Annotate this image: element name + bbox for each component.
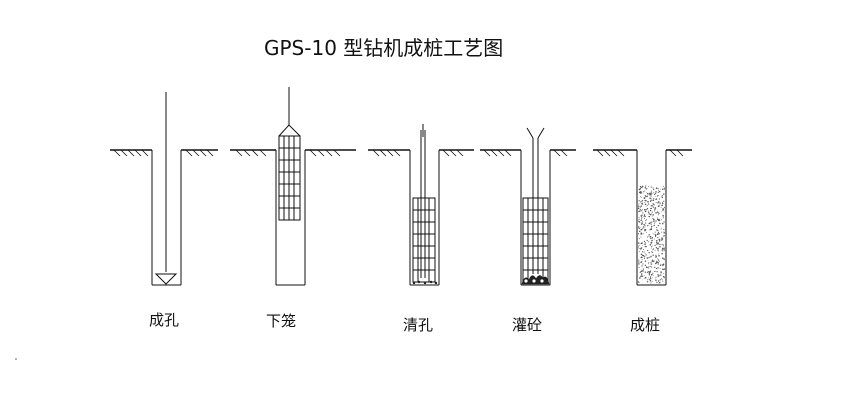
step-drilling: [110, 92, 218, 286]
caption-cleaning: 清孔: [403, 316, 433, 334]
borehole: [151, 150, 182, 286]
borehole: [520, 150, 551, 286]
drill-rod: [154, 92, 178, 285]
steel-cage: [522, 197, 549, 283]
concrete-base: [521, 275, 550, 285]
caption-pouring-concrete: 灌砼: [512, 316, 542, 334]
borehole: [636, 150, 667, 286]
step-pouring-concrete: [480, 127, 576, 286]
ground-line: [593, 149, 692, 157]
step-completed-pile: [593, 149, 692, 286]
tremie-pipe: [526, 127, 545, 274]
step-lowering-cage: [230, 87, 356, 286]
caption-drilling: 成孔: [149, 311, 179, 329]
stray-dot: [15, 358, 17, 360]
ground-line: [368, 149, 474, 157]
borehole: [275, 150, 306, 286]
ground-line: [110, 149, 218, 157]
step-cleaning: [368, 124, 474, 286]
steel-cage: [278, 87, 301, 221]
diagram-title: GPS-10 型钻机成桩工艺图: [264, 36, 503, 60]
concrete-fill: [637, 185, 666, 284]
ground-line: [230, 149, 356, 157]
caption-lowering-cage: 下笼: [266, 312, 296, 330]
sediment: [412, 280, 438, 285]
caption-completed-pile: 成桩: [630, 316, 660, 334]
ground-line: [480, 149, 576, 157]
steel-cage: [412, 197, 436, 283]
flush-pipe: [420, 124, 426, 278]
borehole: [409, 150, 440, 286]
